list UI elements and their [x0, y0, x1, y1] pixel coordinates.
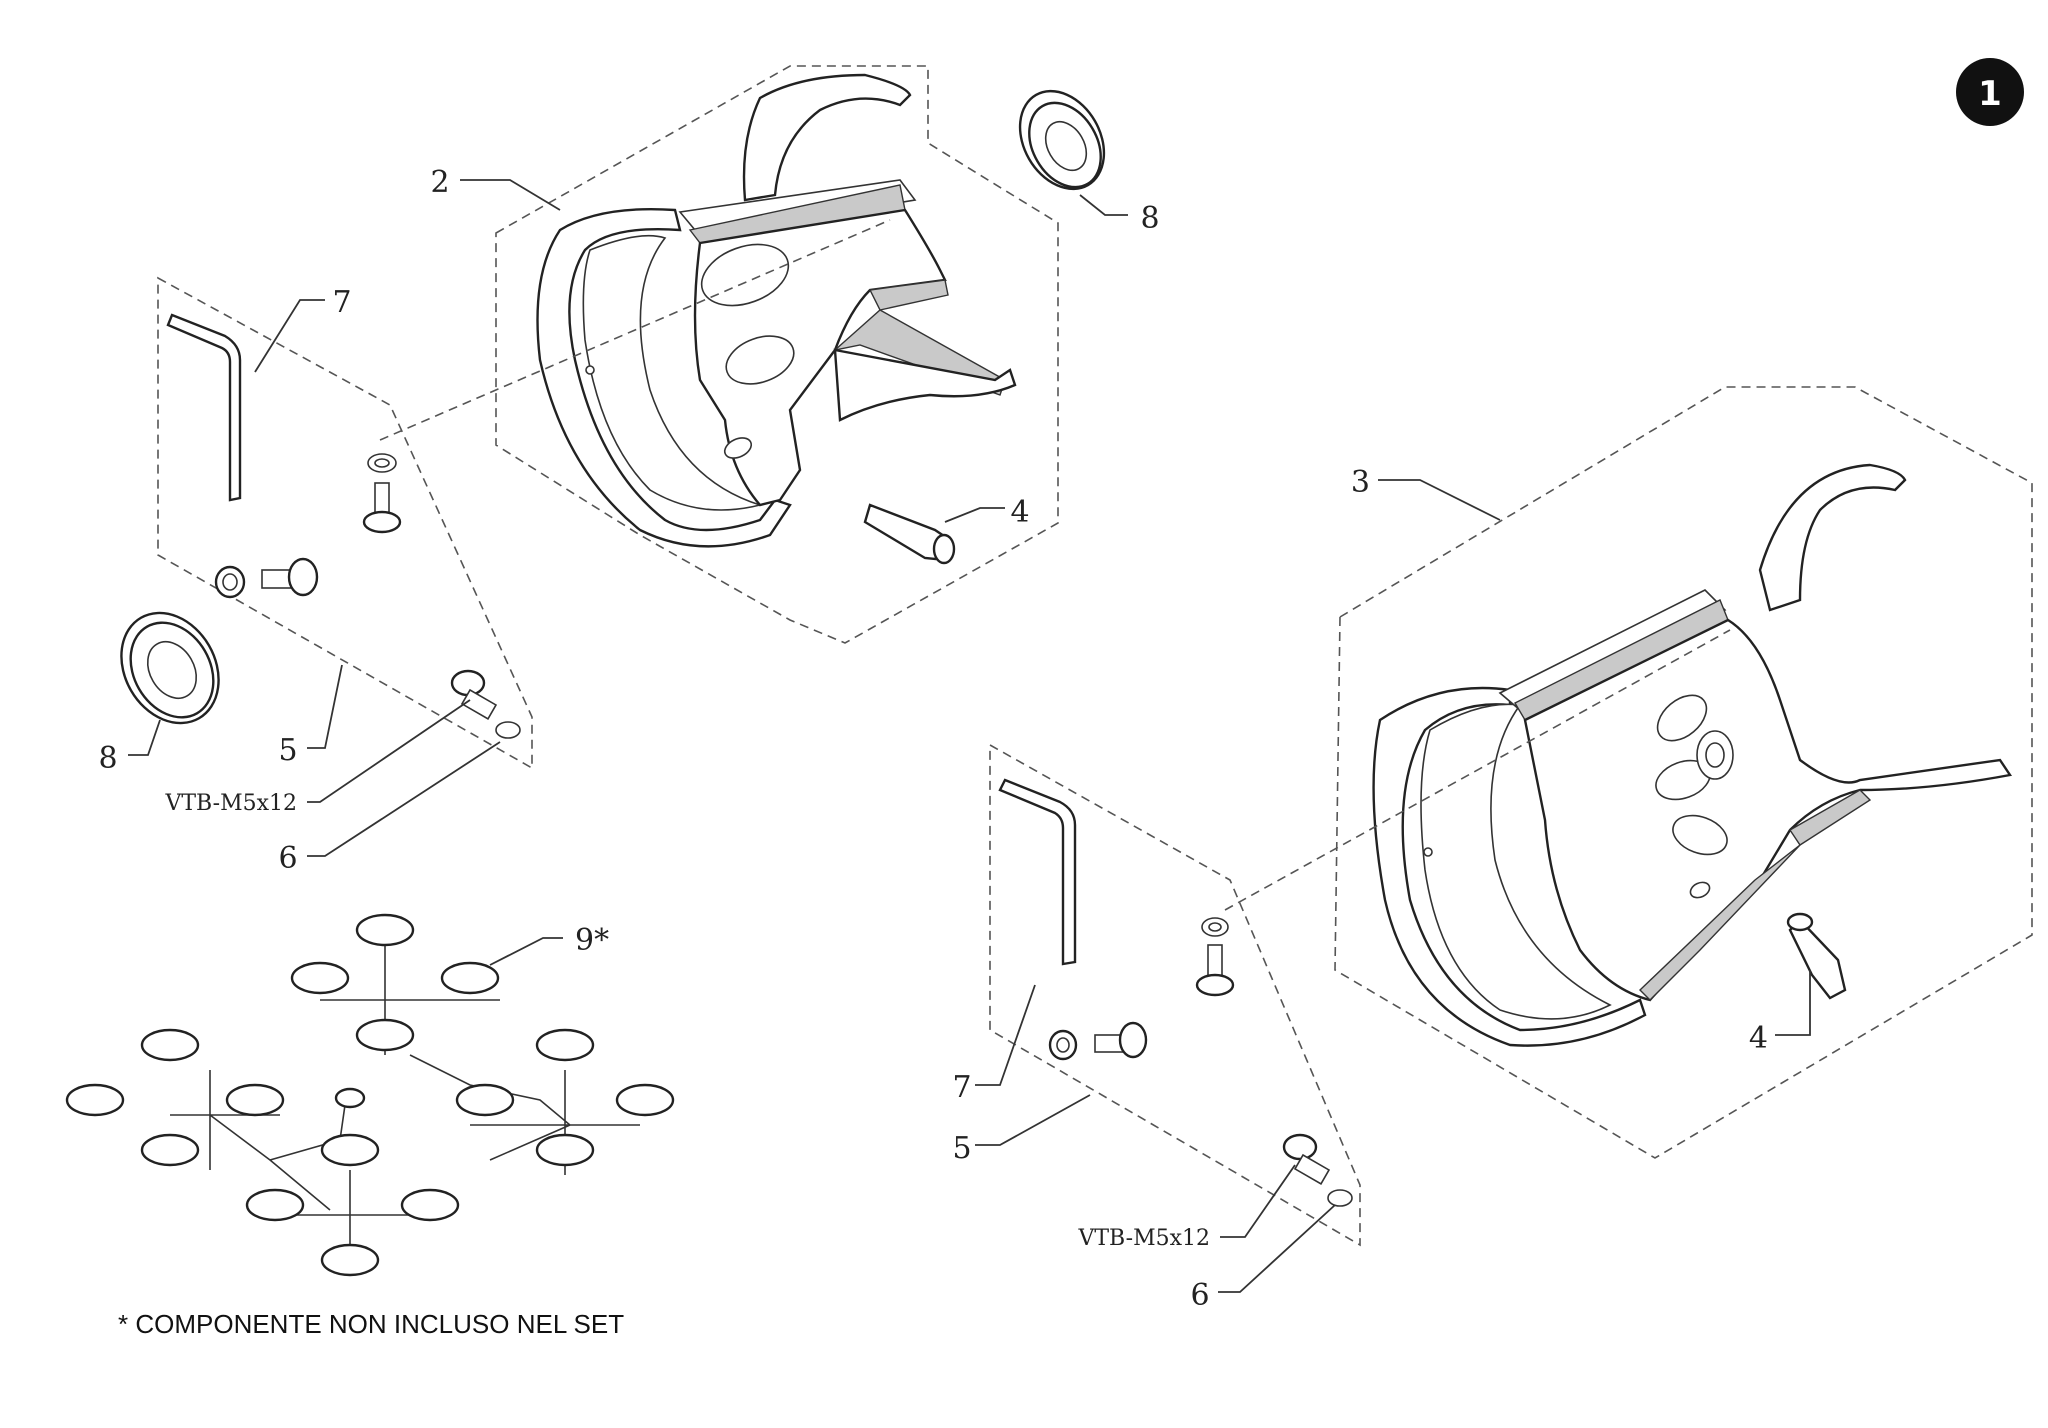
- callout-vtb-left: VTB-M5x12: [165, 791, 298, 816]
- spacer-pucks: [65, 913, 675, 1277]
- right-kit-dashed-outline: [989, 743, 1361, 1247]
- callout-3: 3: [1351, 465, 1370, 500]
- bearing-8-top: [1018, 89, 1106, 191]
- callout-6-right: 6: [1190, 1278, 1209, 1313]
- callout-8-left: 8: [98, 741, 117, 776]
- valve-4-left: [863, 503, 956, 565]
- spacer-tree-9: [65, 913, 675, 1277]
- right-nut-and-bolt: [1048, 1021, 1148, 1061]
- valve-4-right: [1786, 912, 1847, 1000]
- hub-rim-2: [379, 73, 1017, 548]
- allen-key-7-left: [166, 313, 242, 502]
- left-hub-dashed-outline: [495, 65, 1059, 644]
- left-nut-and-bolt: [214, 557, 319, 599]
- left-vtb-screw-washer: [450, 669, 521, 739]
- callout-7-left: 7: [332, 285, 351, 320]
- page-number-badge: 1: [1956, 58, 2024, 126]
- leader-lines: [128, 179, 1811, 1293]
- callout-6-left: 6: [278, 841, 297, 876]
- callout-5-left: 5: [278, 733, 297, 768]
- footnote-not-included: * COMPONENTE NON INCLUSO NEL SET: [118, 1309, 624, 1339]
- callout-4-right: 4: [1749, 1021, 1768, 1056]
- allen-key-7-right: [998, 778, 1077, 966]
- right-vtb-screw-washer: [1282, 1133, 1353, 1207]
- right-hub-dashed-outline: [1334, 386, 2033, 1159]
- callout-9: 9*: [575, 923, 609, 958]
- badge-number: 1: [1978, 74, 2002, 114]
- right-washer-screw-small: [1195, 917, 1235, 997]
- callout-8-top: 8: [1140, 201, 1159, 236]
- left-washer-screw-small: [362, 453, 402, 534]
- callout-4-left: 4: [1010, 495, 1029, 530]
- hub-rim-3: [1224, 463, 2013, 1047]
- callout-5-right: 5: [952, 1131, 971, 1166]
- bearing-8-left: [120, 611, 220, 725]
- callout-vtb-right: VTB-M5x12: [1078, 1226, 1211, 1251]
- callout-2: 2: [430, 165, 449, 200]
- left-kit-dashed-outline: [157, 276, 533, 770]
- callout-7-right: 7: [952, 1070, 971, 1105]
